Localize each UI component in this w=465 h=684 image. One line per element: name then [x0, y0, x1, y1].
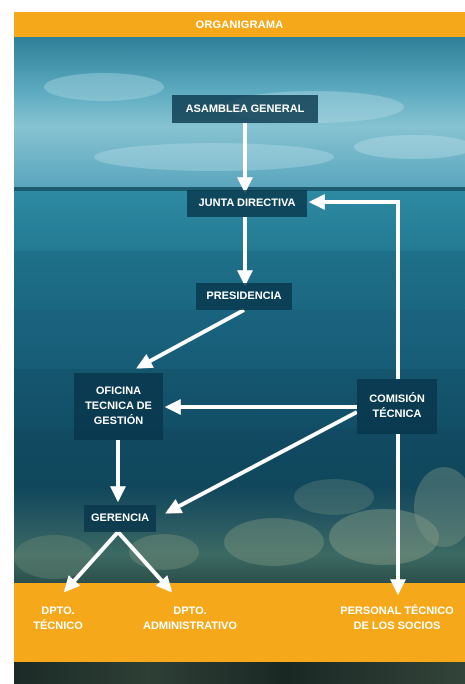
arrow-comision-to-junta: [308, 194, 400, 379]
node-label: PRESIDENCIA: [206, 290, 282, 303]
arrow-gerencia-to-administrativo: [116, 530, 173, 593]
node-label: COMISIÓN TÉCNICA: [369, 392, 425, 420]
node-gerencia: GERENCIA: [84, 505, 156, 532]
cloud-shape: [94, 143, 334, 171]
coral-shape: [224, 518, 324, 566]
node-oficina-tecnica-de-gestion: OFICINA TECNICA DE GESTIÓN: [74, 373, 163, 440]
node-label: GERENCIA: [90, 512, 150, 525]
organigram-poster: ORGANIGRAMA: [14, 12, 465, 684]
cloud-shape: [44, 73, 164, 101]
node-label: ASAMBLEA GENERAL: [185, 102, 305, 115]
cloud-shape: [354, 135, 465, 159]
title-bar: ORGANIGRAMA: [14, 12, 465, 37]
coral-shape: [294, 479, 374, 515]
coral-shape: [329, 509, 439, 565]
connector-arrows: [63, 123, 406, 596]
bottom-bar: [14, 583, 465, 662]
label-dpto-administrativo: DPTO. ADMINISTRATIVO: [143, 605, 237, 633]
node-comision-tecnica: COMISIÓN TÉCNICA: [357, 379, 437, 434]
label-personal-tecnico-socios: PERSONAL TÉCNICO DE LOS SOCIOS: [340, 605, 454, 633]
arrow-gerencia-to-tecnico: [63, 530, 120, 593]
page-title: ORGANIGRAMA: [195, 18, 284, 31]
node-label: OFICINA TECNICA DE GESTIÓN: [85, 385, 152, 427]
water-band-3: [14, 309, 465, 369]
arrow-comision-to-gerencia: [165, 410, 358, 514]
node-label: JUNTA DIRECTIVA: [198, 197, 296, 210]
coral-shape: [414, 467, 465, 547]
arrow-presidencia-to-oficina: [136, 308, 245, 369]
label-dpto-tecnico: DPTO. TÉCNICO: [33, 605, 83, 633]
coral-shape: [14, 535, 94, 579]
node-presidencia: PRESIDENCIA: [196, 283, 292, 310]
seabed-strip: [14, 662, 465, 684]
node-junta-directiva: JUNTA DIRECTIVA: [187, 190, 307, 217]
node-asamblea-general: ASAMBLEA GENERAL: [172, 95, 318, 123]
